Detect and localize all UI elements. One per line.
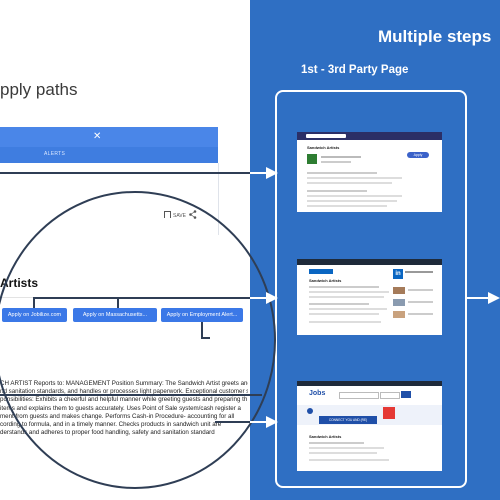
description-line: cording to formula, and in a timely mann… [0, 421, 222, 429]
thumbnail-page-3[interactable]: Jobs CONNECT YOU AND (RE) Sandwich Artis… [297, 381, 442, 471]
connector-line [33, 297, 262, 308]
description-line: ponsibilities: Exhibits a cheerful and h… [0, 396, 248, 404]
thumb-search [306, 134, 346, 138]
steps-subtitle: 1st - 3rd Party Page [301, 64, 409, 76]
thumb-header [297, 259, 442, 265]
thumbnail-page-2[interactable]: Sandwich Artists in [297, 259, 442, 335]
description-line: nd sanitation standards, and handles or … [0, 388, 248, 396]
apply-jobilize-button[interactable]: Apply on Jobilize.com [2, 308, 67, 322]
description-line: derstands and adheres to proper food han… [0, 429, 215, 437]
jobs-logo: Jobs [309, 390, 326, 397]
apply-massachusetts-button[interactable]: Apply on Massachusetts... [73, 308, 157, 322]
job-title-heading: Artists [0, 276, 39, 290]
job-description: CH ARTIST Reports to: MANAGEMENT Positio… [0, 380, 248, 437]
thumb-apply-button: Apply [407, 152, 429, 158]
alerts-tab[interactable]: ALERTS [44, 151, 66, 157]
page-title-left: pply paths [0, 80, 78, 99]
thumb-header [297, 132, 442, 140]
highlight-oval [0, 191, 276, 489]
apply-employment-alert-button[interactable]: Apply on Employment Alert... [161, 308, 243, 322]
connector-line [201, 322, 210, 339]
thumb-title: Sandwich Artists [309, 278, 342, 283]
description-line: CH ARTIST Reports to: MANAGEMENT Positio… [0, 380, 248, 387]
bookmark-icon [164, 211, 171, 218]
save-label: SAVE [173, 213, 186, 219]
search-bar[interactable] [0, 127, 218, 147]
thumbnail-page-1[interactable]: Sandwich Artists Apply [297, 132, 442, 212]
thumb-title: Sandwich Artists [307, 145, 340, 150]
description-line: ment from guests and makes change. Perfo… [0, 412, 235, 420]
third-party-frame [275, 90, 467, 488]
description-line: items and explains them to guests accura… [0, 404, 241, 412]
close-icon[interactable]: ✕ [93, 131, 102, 142]
thumb-logo [307, 154, 317, 164]
thumb-logo [309, 269, 333, 274]
linkedin-icon: in [393, 269, 403, 279]
save-button[interactable]: SAVE [164, 211, 186, 219]
thumb-banner: CONNECT YOU AND (RE) [319, 416, 377, 424]
alerts-strip [0, 147, 218, 163]
thumb-header [297, 381, 442, 386]
steps-title: Multiple steps [378, 27, 492, 46]
share-icon[interactable] [189, 210, 197, 219]
job-result-card[interactable] [0, 163, 219, 235]
thumb-title: Sandwich Artists [309, 434, 342, 439]
